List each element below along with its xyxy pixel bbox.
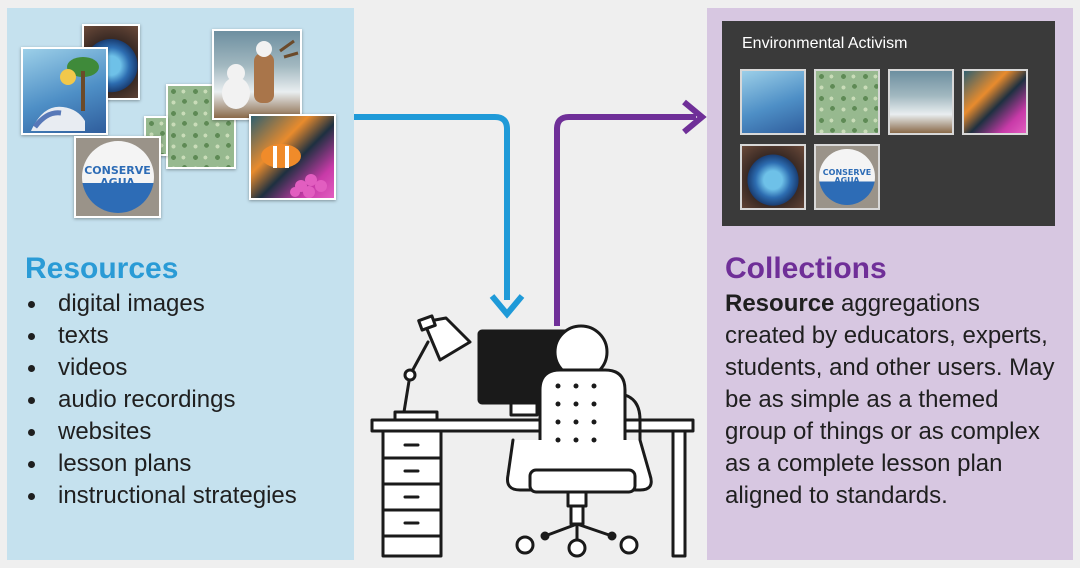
arctic-people-image [212, 29, 302, 120]
list-item: websites [25, 416, 297, 448]
conserve-agua-badge: CONSERVE AGUA [81, 141, 154, 213]
collection-tile-leaf-pattern[interactable] [814, 69, 880, 135]
desk-icon [370, 418, 695, 433]
resources-list: digital images texts videos audio record… [25, 288, 297, 512]
collection-tile-conserve-agua[interactable]: CONSERVE AGUA [814, 144, 880, 210]
resources-heading: Resources [25, 252, 179, 285]
list-item: texts [25, 320, 297, 352]
collections-desc-bold: Resource [725, 290, 835, 317]
collection-tile-arctic-people[interactable] [888, 69, 954, 135]
badge-text-line2: AGUA [100, 176, 135, 189]
collection-title: Environmental Activism [742, 35, 908, 52]
coral-reef-image [249, 114, 336, 200]
list-item: lesson plans [25, 448, 297, 480]
list-item: videos [25, 352, 297, 384]
tree-figure-image [21, 47, 108, 135]
coral-fish-illustration [261, 144, 327, 198]
collections-desc-rest: aggregations created by educators, exper… [725, 290, 1055, 509]
list-item: instructional strategies [25, 480, 297, 512]
collection-preview-box: Environmental Activism CONSERVE AGUA [722, 21, 1055, 226]
arctic-people-illustration [222, 39, 299, 109]
badge-text-line1: CONSERVE [84, 164, 151, 178]
collections-description: Resource aggregations created by educato… [725, 288, 1065, 512]
list-item: digital images [25, 288, 297, 320]
collection-tile-earth-hands[interactable] [740, 144, 806, 210]
list-item: audio recordings [25, 384, 297, 416]
resources-arrowhead-icon [489, 294, 525, 319]
badge-small-text-line1: CONSERVE [822, 167, 872, 177]
user-to-collections-arrow [554, 114, 696, 326]
conserve-agua-badge-small: CONSERVE AGUA [819, 149, 875, 205]
collection-tile-tree-figure[interactable] [740, 69, 806, 135]
collection-tile-coral-reef[interactable] [962, 69, 1028, 135]
chair-back-icon [538, 368, 627, 462]
desk-person-icon [370, 314, 695, 558]
tree-figure-illustration [31, 57, 99, 131]
conserve-agua-badge-image: CONSERVE AGUA [74, 136, 161, 218]
resources-to-user-arrow [354, 114, 510, 300]
badge-small-text-line2: AGUA [834, 176, 860, 185]
collections-heading: Collections [725, 252, 887, 285]
collections-arrowhead-icon [682, 99, 707, 135]
chair-dots [555, 383, 597, 443]
